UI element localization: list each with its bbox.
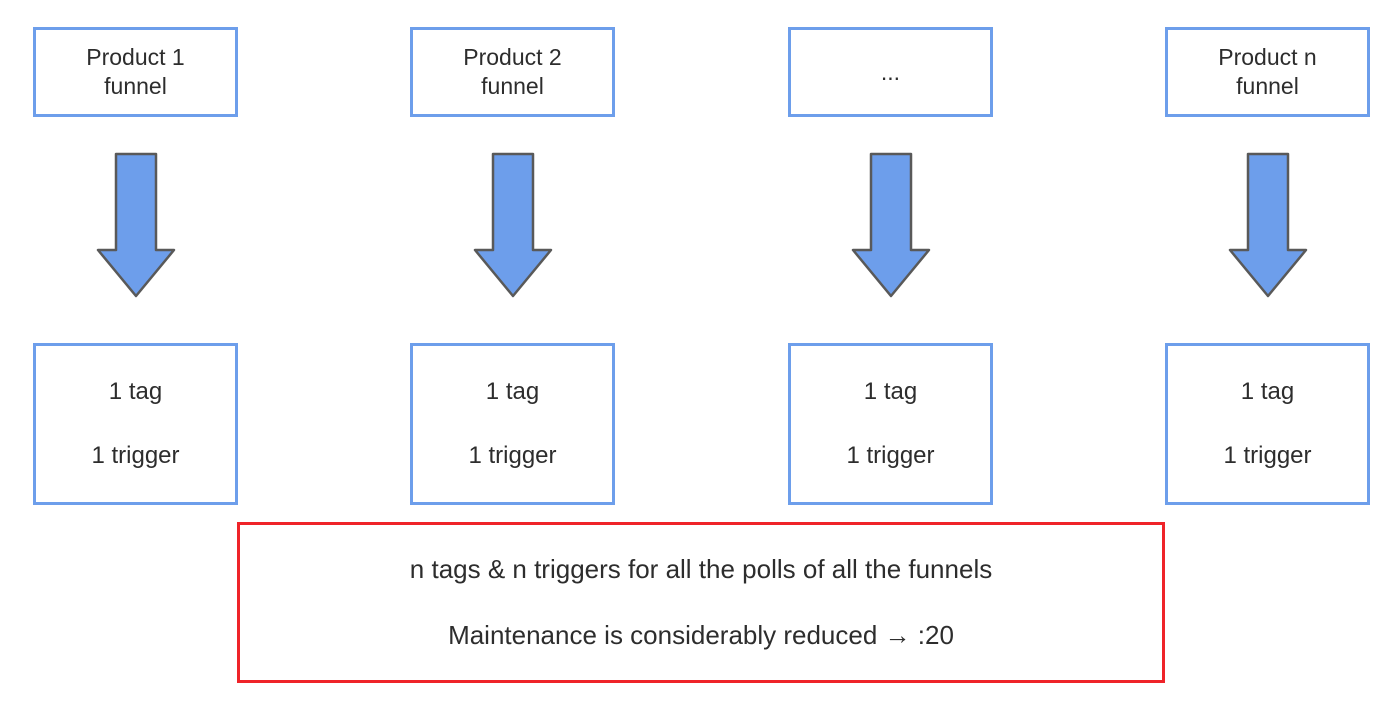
summary-box: n tags & n triggers for all the polls of… xyxy=(237,522,1165,683)
tag-label: 1 tag xyxy=(863,378,918,405)
tag-label: 1 tag xyxy=(485,378,540,405)
summary-line-1: n tags & n triggers for all the polls of… xyxy=(409,554,993,585)
product-funnel-box-1: Product 1 funnel xyxy=(33,27,238,117)
summary-line-2: Maintenance is considerably reduced → :2… xyxy=(448,619,954,650)
trigger-label: 1 trigger xyxy=(846,442,935,469)
funnel-column-1: Product 1 funnel 1 tag 1 trigger xyxy=(33,27,238,505)
product-funnel-label: Product n funnel xyxy=(1218,44,1317,99)
funnel-column-n: Product n funnel 1 tag 1 trigger xyxy=(1165,27,1370,505)
tag-trigger-box-4: 1 tag 1 trigger xyxy=(1165,343,1370,505)
down-arrow-icon xyxy=(473,152,552,298)
tag-trigger-box-3: 1 tag 1 trigger xyxy=(788,343,993,505)
funnel-column-2: Product 2 funnel 1 tag 1 trigger xyxy=(410,27,615,505)
down-arrow-icon xyxy=(851,152,930,298)
trigger-label: 1 trigger xyxy=(91,442,180,469)
down-arrow-icon xyxy=(96,152,175,298)
trigger-label: 1 trigger xyxy=(468,442,557,469)
product-funnel-label: Product 2 funnel xyxy=(463,44,562,99)
product-funnel-box-ellipsis: ... xyxy=(788,27,993,117)
product-funnel-label: ... xyxy=(880,58,901,85)
product-funnel-label: Product 1 funnel xyxy=(86,44,185,99)
product-funnel-box-n: Product n funnel xyxy=(1165,27,1370,117)
tag-trigger-box-2: 1 tag 1 trigger xyxy=(410,343,615,505)
funnel-column-ellipsis: ... 1 tag 1 trigger xyxy=(788,27,993,505)
down-arrow-icon xyxy=(1228,152,1307,298)
tag-label: 1 tag xyxy=(108,378,163,405)
tag-trigger-box-1: 1 tag 1 trigger xyxy=(33,343,238,505)
tag-label: 1 tag xyxy=(1240,378,1295,405)
product-funnel-box-2: Product 2 funnel xyxy=(410,27,615,117)
trigger-label: 1 trigger xyxy=(1223,442,1312,469)
